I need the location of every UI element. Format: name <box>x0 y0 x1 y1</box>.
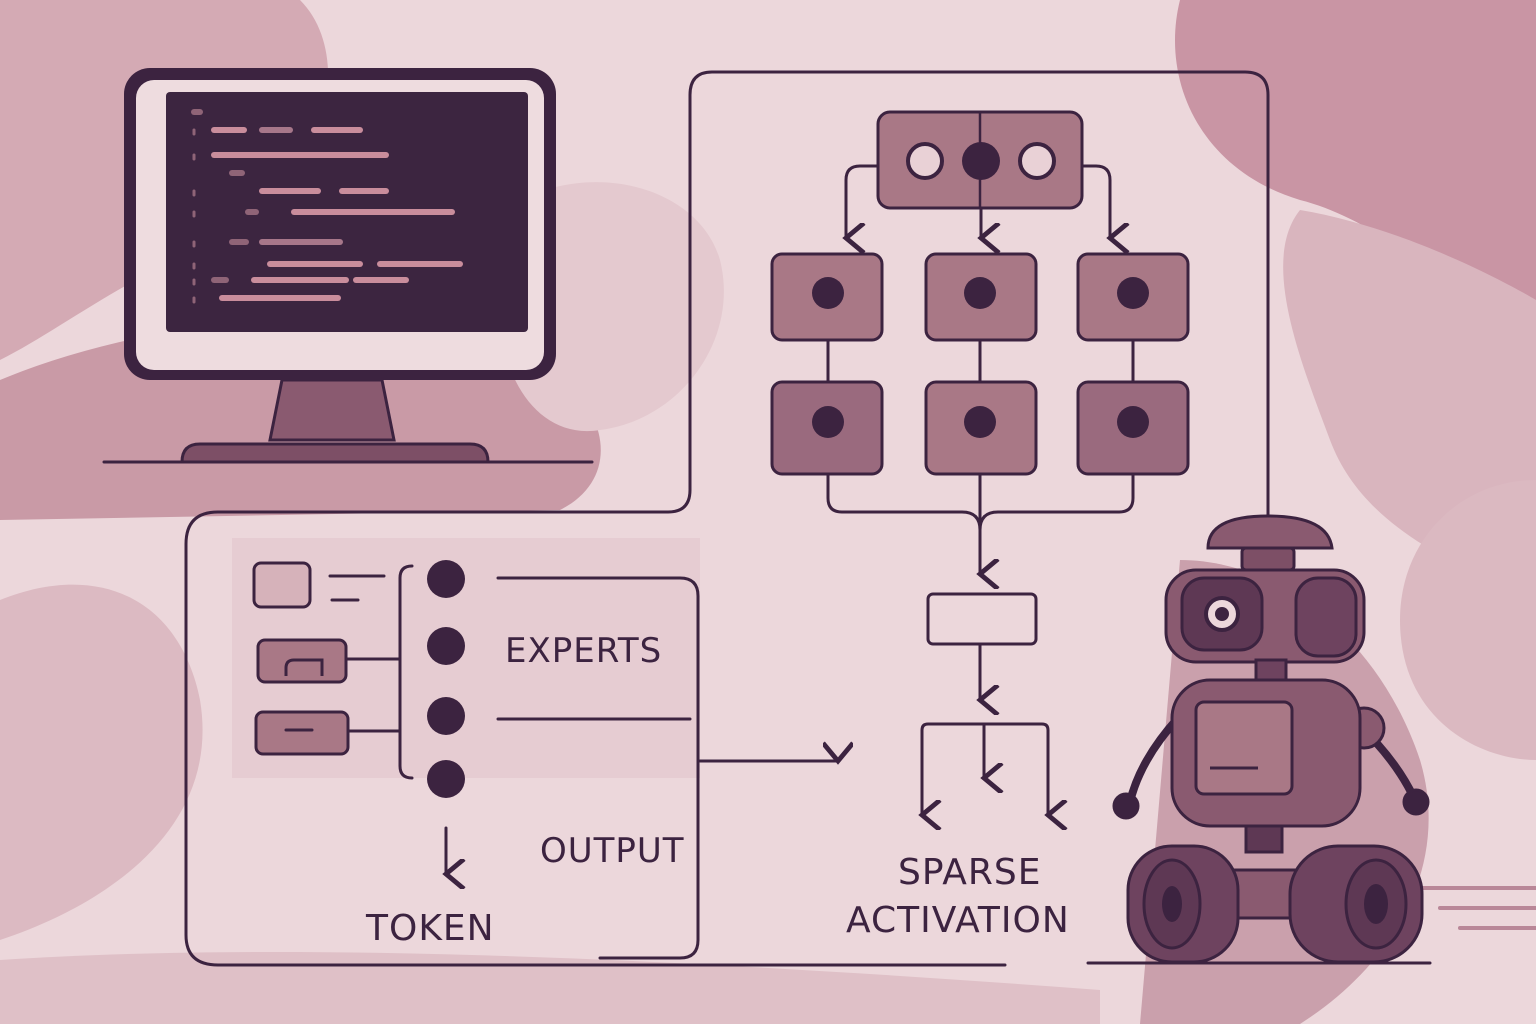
expert-box <box>770 380 884 476</box>
expert-box <box>924 252 1038 342</box>
bg-blob <box>1400 480 1536 760</box>
expert-grid <box>770 252 1190 476</box>
speed-lines <box>1418 886 1536 930</box>
code-lines <box>191 109 463 301</box>
input-token <box>254 710 400 756</box>
merge-arrows <box>826 472 1135 815</box>
combiner-box <box>926 592 1038 646</box>
robot-wheel <box>1288 844 1424 964</box>
top-frame-line <box>216 70 1270 517</box>
computer-monitor-icon <box>102 68 594 464</box>
monitor-base <box>180 442 490 464</box>
left-frame-line <box>184 510 1007 967</box>
bg-blob <box>0 951 1100 1024</box>
expert-box <box>924 380 1038 476</box>
router-arrows <box>846 164 1110 238</box>
expert-box <box>770 252 884 342</box>
token-panel <box>232 538 838 960</box>
expert-box <box>1076 380 1190 476</box>
activation-label: ACTIVATION <box>846 900 1070 941</box>
robot-icon <box>1112 514 1430 964</box>
sparse-label: SPARSE <box>898 852 1042 893</box>
router-node <box>876 110 1084 210</box>
input-token <box>256 638 400 684</box>
expert-box <box>1076 252 1190 342</box>
bg-blob <box>0 584 203 940</box>
experts-label: EXPERTS <box>505 631 662 671</box>
output-label: OUTPUT <box>540 831 685 871</box>
expert-dots <box>427 560 465 798</box>
input-token <box>252 561 386 609</box>
robot-wheel <box>1126 844 1240 964</box>
panel-lines <box>446 576 838 960</box>
robot-hat <box>1206 514 1334 550</box>
monitor-stand <box>268 378 396 442</box>
token-label: TOKEN <box>365 908 495 949</box>
gating-bracket <box>398 564 414 780</box>
